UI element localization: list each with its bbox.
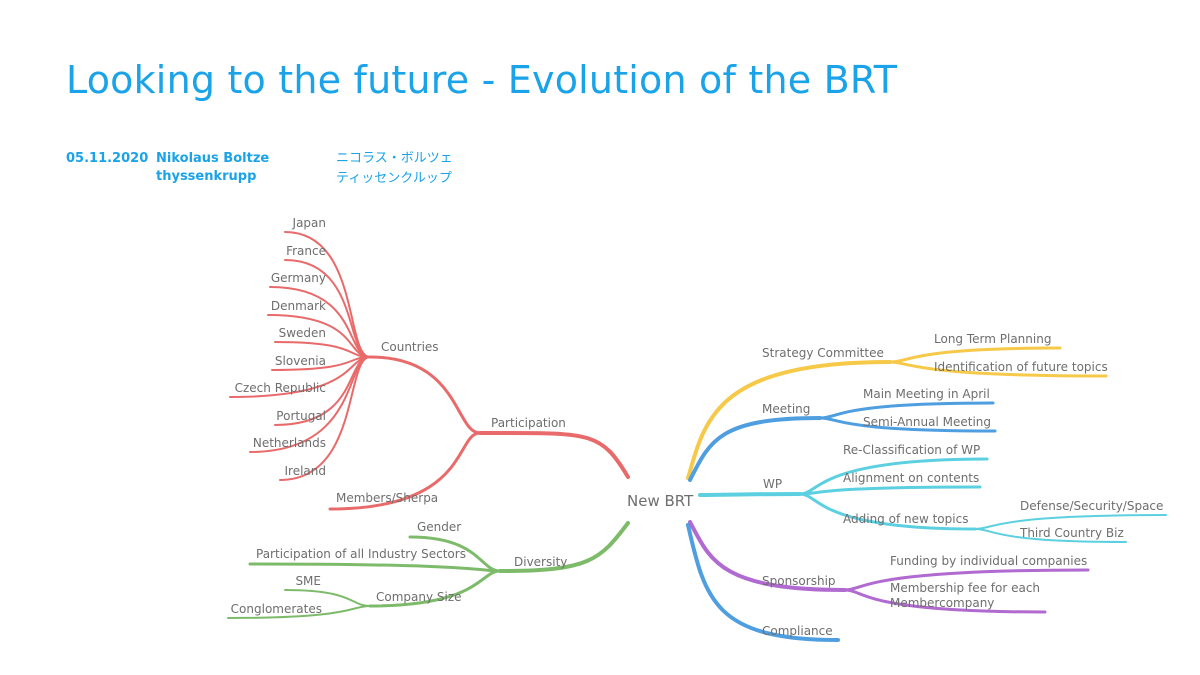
leaf-membership-fee-line1: Membership fee for each [890, 581, 1040, 595]
leaf-defense: Defense/Security/Space [1020, 499, 1163, 513]
leaf-semi-annual-meeting: Semi-Annual Meeting [863, 415, 991, 429]
node-compliance: Compliance [762, 624, 833, 638]
leaf-japan: Japan [292, 216, 326, 230]
node-wp: WP [763, 477, 782, 491]
edge-wp-alignment [798, 485, 982, 496]
meta-author-name-jp: ニコラス・ボルツェ [336, 151, 453, 166]
leaf-main-meeting: Main Meeting in April [863, 387, 990, 401]
branch-sponsorship: Sponsorship Funding by individual compan… [688, 520, 1090, 614]
meta-date: 05.11.2020 [66, 151, 149, 166]
edge-country-ireland [279, 356, 371, 481]
edge-participation-countries [368, 355, 482, 435]
leaf-portugal: Portugal [276, 409, 326, 423]
edge-size-conglomerates [227, 605, 371, 619]
leaf-third-country: Third Country Biz [1019, 526, 1124, 540]
leaf-czech-republic: Czech Republic [235, 381, 326, 395]
node-gender: Gender [417, 520, 461, 534]
edge-center-participation [478, 430, 630, 479]
leaf-ireland: Ireland [284, 464, 326, 478]
meta-author-name: Nikolaus Boltze [156, 151, 270, 166]
branch-compliance: Compliance [686, 523, 840, 642]
edge-wp-newtopics [798, 492, 977, 531]
meta-company-jp: ティッセンクルップ [336, 171, 452, 186]
branch-meeting: Meeting Main Meeting in April Semi-Annua… [688, 387, 997, 482]
edge-center-meeting [688, 416, 822, 482]
leaf-france: France [286, 244, 326, 258]
leaf-denmark: Denmark [271, 299, 326, 313]
center-node: New BRT [627, 492, 694, 510]
node-new-topics: Adding of new topics [843, 512, 968, 526]
leaf-future-topics: Identification of future topics [934, 360, 1108, 374]
node-company-size: Company Size [376, 590, 462, 604]
leaf-netherlands: Netherlands [253, 436, 326, 450]
edge-meeting-semi [818, 416, 997, 433]
edge-center-wp [698, 492, 802, 497]
leaf-germany: Germany [271, 271, 326, 285]
edge-center-sponsorship [688, 520, 847, 592]
edge-center-compliance [686, 523, 840, 642]
node-strategy-committee: Strategy Committee [762, 346, 884, 360]
edge-country-sweden [274, 341, 371, 358]
branch-diversity: Diversity Gender Participation of all In… [227, 520, 630, 619]
node-industry-sectors: Participation of all Industry Sectors [256, 547, 466, 561]
edge-country-germany [269, 286, 371, 358]
node-sponsorship: Sponsorship [762, 574, 836, 588]
edge-participation-members [328, 431, 482, 511]
edge-sponsorship-fee [843, 588, 1047, 614]
leaf-long-term-planning: Long Term Planning [934, 332, 1051, 346]
branch-participation: Participation Countries Members/Sherpa J… [229, 216, 630, 511]
leaf-alignment: Alignment on contents [843, 471, 979, 485]
leaf-sme: SME [295, 574, 321, 588]
node-countries: Countries [381, 340, 439, 354]
node-meeting: Meeting [762, 402, 810, 416]
node-members-sherpa: Members/Sherpa [336, 491, 438, 505]
leaf-membership-fee-line2: Membercompany [890, 596, 994, 610]
node-participation: Participation [491, 416, 566, 430]
edge-newtopics-thirdcountry [974, 528, 1127, 543]
page-title: Looking to the future - Evolution of the… [66, 58, 898, 102]
leaf-reclassification: Re-Classification of WP [843, 443, 980, 457]
edge-diversity-company-size [368, 569, 502, 608]
leaf-funding: Funding by individual companies [890, 554, 1087, 568]
branch-strategy: Strategy Committee Long Term Planning Id… [686, 332, 1108, 480]
leaf-conglomerates: Conglomerates [231, 602, 322, 616]
branch-wp: WP Re-Classification of WP Alignment on … [698, 443, 1167, 543]
edge-strategy-topics [888, 360, 1108, 378]
edge-diversity-sectors [248, 562, 502, 573]
edge-center-strategy [686, 360, 892, 480]
node-diversity: Diversity [514, 555, 567, 569]
meta-company: thyssenkrupp [156, 169, 257, 184]
edge-sponsorship-funding [843, 568, 1090, 592]
leaf-slovenia: Slovenia [275, 354, 326, 368]
leaf-sweden: Sweden [279, 326, 326, 340]
edge-newtopics-defense [974, 514, 1167, 530]
edge-center-diversity [498, 521, 630, 573]
